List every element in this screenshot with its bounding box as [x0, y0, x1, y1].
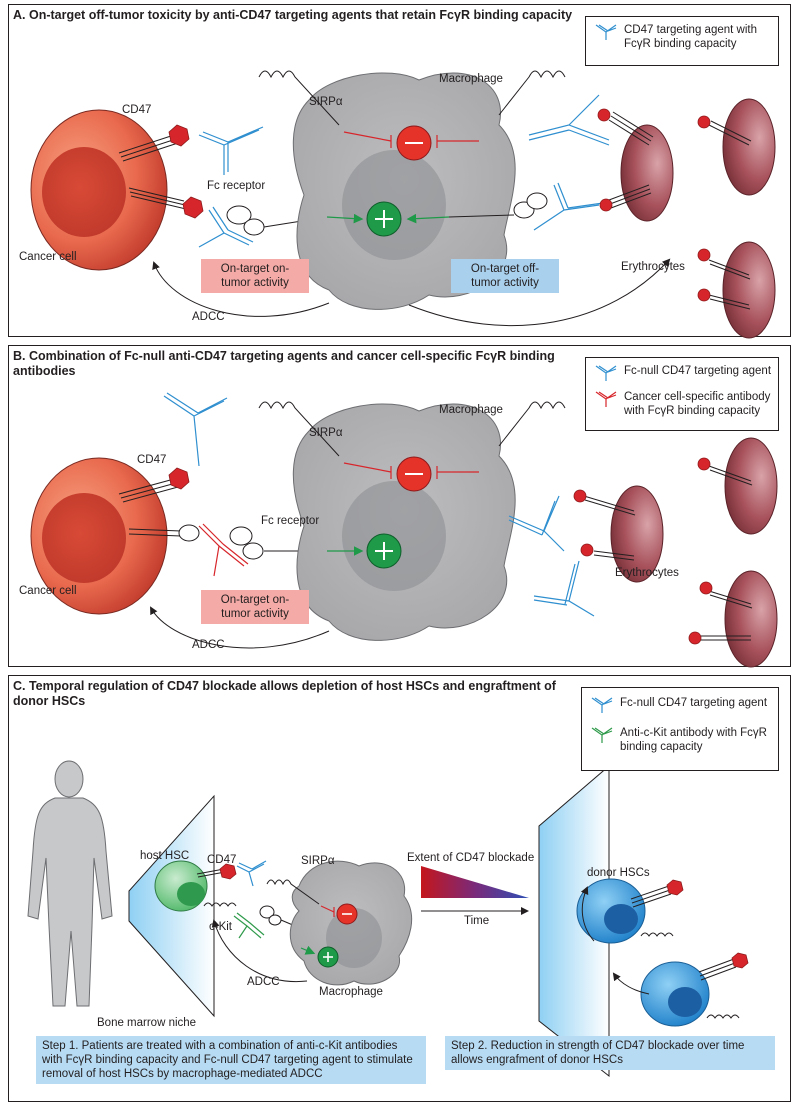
cd47-antibody: [163, 392, 228, 467]
cancer-antibody: [198, 523, 249, 577]
human-figure-icon: [27, 760, 113, 1007]
label-macrophage: Macrophage: [439, 404, 503, 416]
label-erythrocytes: Erythrocytes: [615, 567, 679, 579]
on-tumor-box: On-target on-tumor activity: [201, 590, 309, 624]
fc-null-agent-icon: [595, 365, 617, 381]
panel-a-diagram: [30, 70, 776, 339]
label-adcc: ADCC: [192, 639, 225, 651]
label-erythrocytes: Erythrocytes: [621, 261, 685, 273]
cd47-antibody: [508, 495, 595, 617]
label-fc-receptor: Fc receptor: [207, 180, 266, 192]
activate-arrow: [326, 213, 450, 224]
panel-a: A. On-target off-tumor toxicity by anti-…: [8, 4, 791, 339]
label-cancer-cell: Cancer cell: [19, 251, 77, 263]
cd47-antibody: [528, 94, 610, 231]
label-cd47: CD47: [122, 104, 152, 116]
label-extent: Extent of CD47 blockade: [407, 852, 535, 864]
blockade-gradient: [421, 866, 529, 898]
panel-b: B. Combination of Fc-null anti-CD47 targ…: [8, 345, 791, 668]
label-donor-hscs: donor HSCs: [587, 867, 650, 879]
label-sirpa: SIRPα: [309, 427, 343, 439]
sirpa-receptor: [258, 401, 566, 457]
label-bone-marrow: Bone marrow niche: [97, 1017, 197, 1029]
adcc-arrow: [150, 606, 330, 649]
cd47-marker: [168, 124, 190, 147]
legend-c-item1: Fc-null CD47 targeting agent: [620, 697, 768, 709]
cancer-cell: [30, 457, 168, 615]
fc-receptor: [226, 205, 328, 236]
label-cancer-cell: Cancer cell: [19, 585, 77, 597]
legend-a: CD47 targeting agent with FcγR binding c…: [585, 16, 779, 66]
sirpa-receptor: [266, 879, 320, 905]
inhibit-arrow: [343, 462, 479, 479]
erythrocyte: [610, 437, 778, 668]
adcc-arrow: [211, 919, 308, 983]
cd47-antibody: [236, 860, 267, 887]
legend-c-item2: Anti-c-Kit antibody with FcγR binding ca…: [620, 727, 767, 753]
panel-b-diagram: [30, 392, 778, 668]
label-macrophage: Macrophage: [319, 986, 383, 998]
label-sirpa: SIRPα: [301, 855, 335, 867]
inhibit-arrow: [320, 905, 335, 917]
inhibit-arrow: [343, 131, 479, 148]
fc-receptor: [178, 524, 327, 560]
sirpa-receptor: [258, 70, 566, 126]
cd47-agent-icon: [595, 24, 617, 40]
legend-b-item1: Fc-null CD47 targeting agent: [624, 365, 772, 377]
cd47-receptor: [118, 134, 187, 210]
fc-null-agent-icon: [591, 697, 613, 713]
cd47-marker: [168, 467, 190, 490]
adcc-arrow: [152, 258, 671, 327]
bone-marrow-niche: [538, 764, 610, 1078]
panel-a-title: A. On-target off-tumor toxicity by anti-…: [13, 8, 573, 22]
on-tumor-box: On-target on-tumor activity: [201, 259, 309, 293]
cancer-antibody-icon: [595, 391, 617, 407]
cancer-cell: [30, 109, 168, 271]
cd47-marker: [219, 863, 237, 880]
legend-b: Fc-null CD47 targeting agent Cancer cell…: [585, 357, 779, 431]
off-tumor-box: On-target off-tumor activity: [451, 259, 559, 293]
label-ckit: c-Kit: [209, 921, 232, 933]
panel-c: C. Temporal regulation of CD47 blockade …: [8, 675, 791, 1102]
legend-a-item1: CD47 targeting agent with FcγR binding c…: [624, 24, 757, 50]
panel-c-diagram: [27, 760, 749, 1078]
activate-arrow: [300, 945, 316, 955]
legend-b-item2: Cancer cell-specific antibody with FcγR …: [624, 391, 771, 417]
legend-c: Fc-null CD47 targeting agent Anti-c-Kit …: [581, 687, 779, 771]
label-cd47: CD47: [207, 854, 237, 866]
donor-hsc: [576, 878, 710, 1027]
label-macrophage: Macrophage: [439, 73, 503, 85]
label-adcc: ADCC: [192, 311, 225, 323]
panel-b-title: B. Combination of Fc-null anti-CD47 targ…: [13, 349, 555, 378]
migration-arrow: [580, 886, 650, 995]
cd47-marker: [182, 196, 204, 219]
label-sirpa: SIRPα: [309, 96, 343, 108]
label-host-hsc: host HSC: [140, 850, 190, 862]
panel-c-title: C. Temporal regulation of CD47 blockade …: [13, 679, 556, 708]
ckit-antibody-icon: [591, 727, 613, 743]
ckit-antibody: [233, 912, 265, 939]
host-hsc: [154, 860, 208, 912]
fc-receptor: [448, 192, 548, 219]
cd47-antibody: [198, 126, 264, 248]
label-time: Time: [464, 915, 490, 927]
step1-box: Step 1. Patients are treated with a comb…: [36, 1036, 426, 1084]
erythrocyte: [620, 98, 776, 339]
label-fc-receptor: Fc receptor: [261, 515, 320, 527]
step2-box: Step 2. Reduction in strength of CD47 bl…: [445, 1036, 775, 1070]
label-adcc: ADCC: [247, 976, 280, 988]
label-cd47: CD47: [137, 454, 167, 466]
